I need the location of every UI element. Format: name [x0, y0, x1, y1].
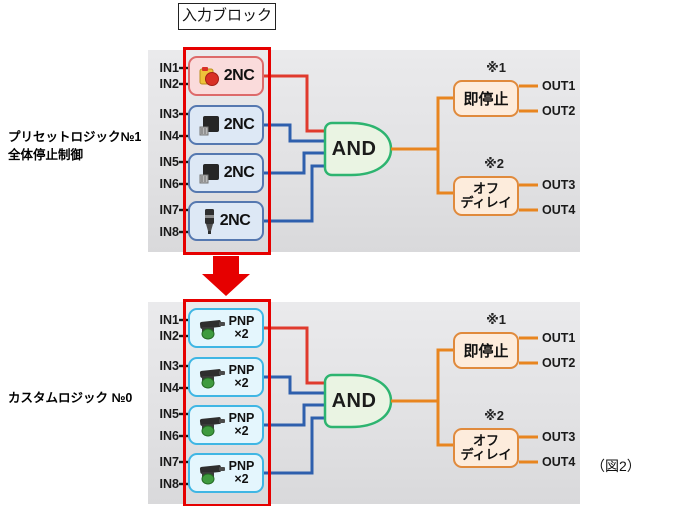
wire-switch2-to-and [264, 151, 325, 175]
in1-label: IN1 [159, 61, 179, 75]
photo-sensor-icon [199, 369, 225, 389]
and-gate-shape [323, 121, 393, 177]
input-block-highlight-frame [183, 47, 271, 255]
wiring-layer [179, 318, 538, 486]
and-gate-shape [323, 373, 393, 429]
door-switch-icon [199, 116, 219, 136]
in3-label: IN3 [159, 359, 179, 373]
off-delay-block: オフ ディレイ [453, 176, 519, 216]
out4-label: OUT4 [542, 455, 576, 469]
sensor-icon [204, 209, 214, 234]
wire-pnp2-to-and [264, 375, 325, 395]
off-delay-label-line1: オフ [472, 181, 499, 196]
in3-label: IN3 [159, 107, 179, 121]
input-block-pnp-1: PNP×2 [188, 308, 264, 348]
in2-label: IN2 [159, 329, 179, 343]
input-block-title: 入力ブロック [178, 3, 276, 30]
out4-label: OUT4 [542, 203, 576, 217]
in2-label: IN2 [159, 77, 179, 91]
preset-logic-label-line1: プリセットロジック№1 [8, 130, 142, 144]
in5-label: IN5 [159, 407, 179, 421]
door-switch-icon [199, 164, 219, 184]
custom-logic-label-line1: カスタムロジック №0 [8, 391, 133, 405]
out2-label: OUT2 [542, 104, 576, 118]
block-label: PNP×2 [228, 459, 255, 486]
block-label: 2NC [223, 116, 255, 133]
photo-sensor-icon [199, 465, 225, 485]
off-delay-label-line2: ディレイ [460, 195, 512, 210]
wire-pnp1-to-and [264, 326, 325, 385]
note-1: ※1 [486, 312, 506, 327]
block-label: PNP×2 [228, 314, 255, 341]
input-block-estop: 2NC [188, 56, 264, 96]
in1-label: IN1 [159, 313, 179, 327]
figure-caption: （図2） [591, 458, 641, 474]
custom-logic-diagram-panel: IN1 IN2 IN3 IN4 IN5 IN6 IN7 IN8 PNP×2 P [148, 299, 580, 506]
out2-label: OUT2 [542, 356, 576, 370]
wire-sensor-to-and [264, 164, 325, 223]
photo-sensor-icon [199, 417, 225, 437]
in4-label: IN4 [159, 381, 179, 395]
immediate-stop-block: 即停止 [453, 80, 519, 117]
input-block-sensor: 2NC [188, 201, 264, 241]
block-label: 2NC [223, 164, 255, 181]
in8-label: IN8 [159, 477, 179, 491]
in5-label: IN5 [159, 155, 179, 169]
down-arrow-icon [202, 256, 250, 296]
input-block-pnp-2: PNP×2 [188, 357, 264, 397]
wire-estop-to-and [264, 74, 325, 133]
input-block-door-switch-2: 2NC [188, 153, 264, 193]
emergency-stop-icon [199, 67, 219, 86]
and-gate-label: AND [331, 390, 377, 412]
note-2: ※2 [484, 156, 504, 171]
out3-label: OUT3 [542, 178, 576, 192]
input-block-pnp-4: PNP×2 [188, 453, 264, 493]
wire-and-to-outputs [391, 348, 453, 447]
block-label: 2NC [219, 212, 251, 229]
input-block-pnp-3: PNP×2 [188, 405, 264, 445]
wire-pnp4-to-and [264, 416, 325, 475]
immediate-stop-label: 即停止 [463, 91, 509, 108]
photo-sensor-icon [199, 320, 225, 340]
in7-label: IN7 [159, 203, 179, 217]
off-delay-label-line1: オフ [472, 433, 499, 448]
in7-label: IN7 [159, 455, 179, 469]
immediate-stop-block: 即停止 [453, 332, 519, 369]
custom-logic-label: カスタムロジック №0 [8, 389, 132, 407]
input-block-highlight-frame [183, 299, 271, 506]
block-label: PNP×2 [228, 363, 255, 390]
preset-logic-diagram-panel: IN1 IN2 IN3 IN4 IN5 IN6 IN7 IN8 2NC 2NC [148, 47, 580, 255]
and-gate-label: AND [331, 138, 377, 160]
immediate-stop-label: 即停止 [463, 343, 509, 360]
block-label: PNP×2 [228, 411, 255, 438]
wire-pnp3-to-and [264, 403, 325, 427]
wire-switch1-to-and [264, 123, 325, 143]
preset-logic-label-line2: 全体停止制御 [8, 148, 84, 162]
in8-label: IN8 [159, 225, 179, 239]
output-stub-lines [519, 336, 538, 464]
out1-label: OUT1 [542, 331, 576, 345]
off-delay-block: オフ ディレイ [453, 428, 519, 468]
off-delay-label-line2: ディレイ [460, 447, 512, 462]
in6-label: IN6 [159, 429, 179, 443]
note-1: ※1 [486, 60, 506, 75]
out1-label: OUT1 [542, 79, 576, 93]
wiring-layer [179, 66, 538, 234]
in4-label: IN4 [159, 129, 179, 143]
output-stub-lines [519, 84, 538, 212]
out3-label: OUT3 [542, 430, 576, 444]
block-label: 2NC [223, 67, 255, 84]
input-block-door-switch-1: 2NC [188, 105, 264, 145]
preset-logic-label: プリセットロジック№1 全体停止制御 [8, 128, 141, 164]
in6-label: IN6 [159, 177, 179, 191]
wire-and-to-outputs [391, 96, 453, 195]
note-2: ※2 [484, 408, 504, 423]
